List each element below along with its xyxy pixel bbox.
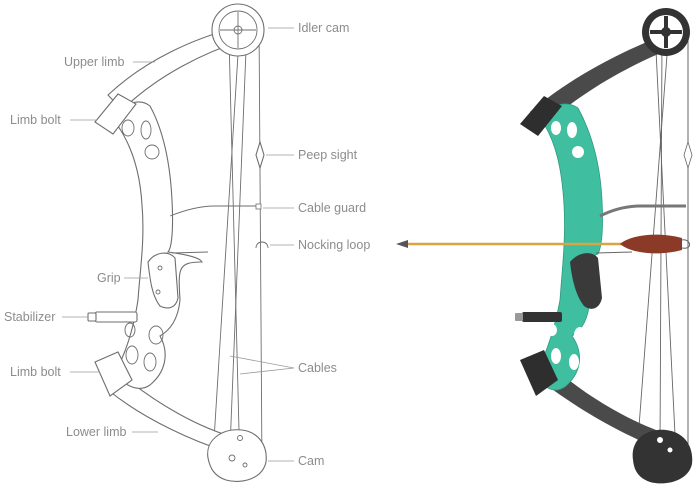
grip-label: Grip — [97, 271, 121, 285]
lower-limb-label: Lower limb — [66, 425, 126, 439]
arrow — [396, 234, 690, 254]
colored-riser — [534, 103, 603, 391]
idler-cam — [211, 3, 265, 57]
arrow-nock — [681, 239, 690, 249]
colored-lower-limb-pocket — [520, 350, 558, 396]
colored-peep-sight — [683, 140, 693, 170]
colored-stabilizer — [515, 312, 562, 322]
arrow-rest — [171, 251, 209, 254]
stabilizer — [87, 311, 138, 323]
nocking-loop — [255, 241, 269, 249]
cable-guard-slide — [255, 203, 262, 210]
colored-grip — [570, 253, 602, 309]
limb-bolt-bottom-label: Limb bolt — [10, 365, 61, 379]
riser-cutouts — [121, 119, 164, 372]
cable-guard — [169, 205, 258, 217]
idler-cam-label: Idler cam — [298, 21, 349, 35]
peep-sight-label: Peep sight — [298, 148, 358, 162]
grip — [147, 252, 179, 309]
colored-riser-cutouts — [547, 121, 586, 370]
cam-label: Cam — [298, 454, 324, 468]
outline-bow — [87, 3, 269, 482]
colored-cam — [632, 429, 693, 484]
riser — [111, 101, 203, 389]
lower-limb-pocket — [94, 351, 133, 397]
stabilizer-label: Stabilizer — [4, 310, 55, 324]
colored-upper-limb-pocket — [520, 96, 562, 136]
cam — [207, 429, 267, 482]
callouts: Idler cam Upper limb Limb bolt Peep sigh… — [4, 21, 370, 468]
upper-limb-pocket — [94, 93, 137, 135]
arrow-fletching — [620, 234, 682, 254]
colored-cable-guard — [599, 204, 686, 218]
colored-upper-limb — [530, 36, 668, 125]
cables-label: Cables — [298, 361, 337, 375]
colored-bow — [396, 8, 693, 484]
limb-bolt-top-label: Limb bolt — [10, 113, 61, 127]
upper-limb-label: Upper limb — [64, 55, 124, 69]
colored-idler-cam — [642, 8, 690, 56]
colored-arrow-rest — [595, 251, 633, 254]
cable-guard-label: Cable guard — [298, 201, 366, 215]
peep-sight — [255, 140, 265, 170]
nocking-loop-label: Nocking loop — [298, 238, 370, 252]
arrow-point — [396, 240, 408, 248]
bowstring-and-cables — [213, 21, 263, 471]
